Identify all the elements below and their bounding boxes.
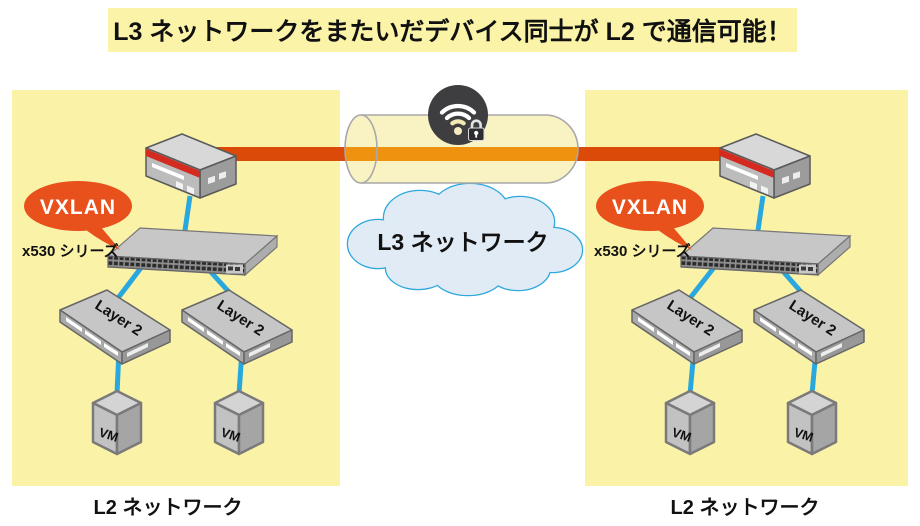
switch-model-label-right: x530 シリーズ <box>594 243 691 260</box>
l2-network-label-right: L2 ネットワーク <box>670 497 820 519</box>
diagram-title-text: L3 ネットワークをまたいだデバイス同士が L2 で通信可能！ <box>113 18 792 46</box>
l3-cloud: L3 ネットワーク <box>346 182 584 297</box>
switch-model-label-left: x530 シリーズ <box>22 243 119 260</box>
diagram-title: L3 ネットワークをまたいだデバイス同士が L2 で通信可能！ <box>108 8 797 52</box>
l2-network-label-left: L2 ネットワーク <box>93 497 243 519</box>
wifi-lock-icon <box>428 85 488 145</box>
l3-cloud-label: L3 ネットワーク <box>377 229 548 255</box>
tunnel-line <box>200 147 737 161</box>
